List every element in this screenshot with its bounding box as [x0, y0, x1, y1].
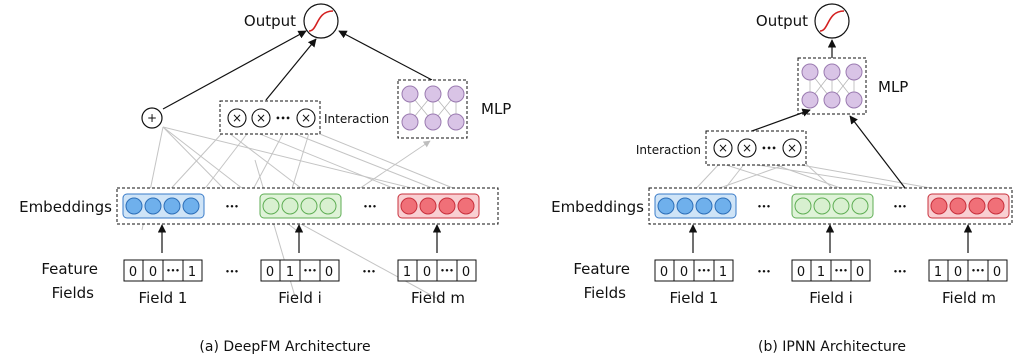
deepfm-mlp-neurons — [401, 85, 465, 131]
deepfm-panel: Output + × × × ••• Interaction — [19, 3, 511, 355]
field-cell: 0 — [423, 265, 431, 280]
ipnn-field-i-name: Field i — [809, 289, 853, 307]
ipnn-output-label: Output — [756, 12, 808, 30]
ipnn-embedding-field-m — [927, 193, 1010, 219]
field-cell: 1 — [719, 265, 727, 280]
field-cell: ••• — [834, 267, 847, 275]
deepfm-add-node — [141, 107, 163, 129]
field-cell: ••• — [166, 267, 179, 275]
ipnn-feature-label-2: Fields — [584, 284, 627, 302]
ipnn-embedding-field-i — [791, 193, 874, 219]
ipnn-field-1-name: Field 1 — [670, 289, 719, 307]
field-cell: 1 — [188, 265, 196, 280]
deepfm-field-m-cells: 1 0 ••• 0 — [397, 259, 477, 282]
field-cell: 0 — [954, 265, 962, 280]
field-cell: 0 — [266, 265, 274, 280]
field-cell: 1 — [403, 265, 411, 280]
sigmoid-icon — [308, 10, 334, 32]
deepfm-embedding-field-1 — [122, 193, 205, 219]
ipnn-field-m-name: Field m — [942, 289, 996, 307]
sigmoid-icon — [819, 10, 845, 32]
field-cell: 0 — [149, 265, 157, 280]
ipnn-caption: (b) IPNN Architecture — [758, 339, 906, 355]
deepfm-feature-label-2: Fields — [52, 284, 95, 302]
deepfm-add-symbol: + — [147, 111, 157, 125]
ipnn-embedding-ellipsis: ••• — [893, 203, 906, 211]
deepfm-field-ellipsis: ••• — [362, 268, 375, 276]
ipnn-interaction-label: Interaction — [636, 143, 701, 157]
deepfm-mlp-label: MLP — [481, 100, 511, 118]
deepfm-embeddings-label: Embeddings — [19, 198, 112, 216]
deepfm-product-nodes — [227, 108, 316, 128]
ipnn-field-m-cells: 1 0 ••• 0 — [928, 259, 1008, 282]
field-cell: 1 — [817, 265, 825, 280]
deepfm-feature-label-1: Feature — [41, 260, 98, 278]
deepfm-embedding-field-i — [259, 193, 342, 219]
product-icon: × — [301, 111, 311, 125]
ipnn-field-1-cells: 0 0 ••• 1 — [654, 259, 734, 282]
ipnn-field-i-cells: 0 1 ••• 0 — [791, 259, 871, 282]
deepfm-caption: (a) DeepFM Architecture — [199, 339, 370, 355]
field-cell: ••• — [971, 267, 984, 275]
ipnn-field-arrows — [688, 224, 973, 253]
ipnn-interaction-ellipsis: ••• — [761, 144, 776, 153]
ipnn-mlp-label: MLP — [878, 78, 908, 96]
product-icon: × — [787, 141, 797, 155]
deepfm-interaction-ellipsis: ••• — [275, 114, 290, 123]
deepfm-embedding-ellipsis: ••• — [225, 203, 238, 211]
field-cell: ••• — [303, 267, 316, 275]
product-icon: × — [742, 141, 752, 155]
deepfm-output-label: Output — [244, 12, 296, 30]
product-icon: × — [256, 111, 266, 125]
ipnn-feature-label-1: Feature — [573, 260, 630, 278]
product-icon: × — [232, 111, 242, 125]
ipnn-embedding-ellipsis: ••• — [757, 203, 770, 211]
deepfm-output-arrows — [162, 30, 433, 110]
field-cell: 0 — [797, 265, 805, 280]
ipnn-field-ellipsis: ••• — [757, 268, 770, 276]
deepfm-field-arrows — [157, 224, 442, 253]
field-cell: ••• — [440, 267, 453, 275]
deepfm-interaction-label: Interaction — [324, 112, 389, 126]
deepfm-embedding-ellipsis: ••• — [363, 203, 376, 211]
field-cell: 1 — [286, 265, 294, 280]
field-cell: ••• — [697, 267, 710, 275]
field-cell: 0 — [856, 265, 864, 280]
deepfm-field-m-name: Field m — [411, 289, 465, 307]
field-cell: 0 — [129, 265, 137, 280]
product-icon: × — [718, 141, 728, 155]
field-cell: 0 — [462, 265, 470, 280]
ipnn-arrows — [751, 39, 906, 189]
ipnn-embedding-field-1 — [654, 193, 737, 219]
deepfm-output-node — [303, 3, 339, 39]
field-cell: 1 — [934, 265, 942, 280]
deepfm-field-1-cells: 0 0 ••• 1 — [123, 259, 203, 282]
ipnn-field-ellipsis: ••• — [893, 268, 906, 276]
deepfm-field-i-cells: 0 1 ••• 0 — [260, 259, 340, 282]
ipnn-panel: Output MLP × × × ••• Interactio — [551, 3, 1013, 355]
field-cell: 0 — [660, 265, 668, 280]
deepfm-field-i-name: Field i — [278, 289, 322, 307]
field-cell: 0 — [680, 265, 688, 280]
ipnn-mlp-neurons — [801, 63, 863, 109]
ipnn-output-node — [814, 3, 850, 39]
deepfm-field-ellipsis: ••• — [225, 268, 238, 276]
ipnn-product-nodes — [713, 138, 802, 158]
field-cell: 0 — [993, 265, 1001, 280]
deepfm-field-1-name: Field 1 — [139, 289, 188, 307]
ipnn-embeddings-label: Embeddings — [551, 198, 644, 216]
field-cell: 0 — [325, 265, 333, 280]
deepfm-embedding-field-m — [397, 193, 480, 219]
